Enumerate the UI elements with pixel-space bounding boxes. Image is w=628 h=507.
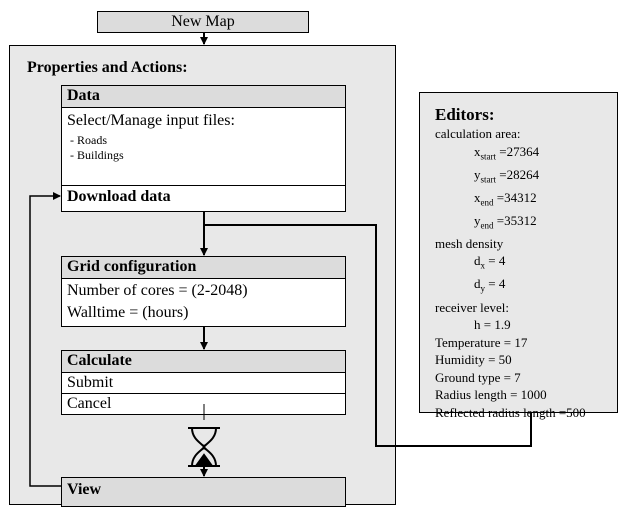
x-end-field[interactable]: xend =34312 [474, 189, 537, 208]
humidity-field[interactable]: Humidity = 50 [435, 352, 512, 368]
radius-length-field[interactable]: Radius length = 1000 [435, 387, 547, 403]
x-start-field[interactable]: xstart =27364 [474, 143, 540, 162]
select-files-label: Select/Manage input files: [67, 112, 235, 129]
submit-button[interactable]: Submit [61, 372, 346, 394]
y-end-field[interactable]: yend =35312 [474, 212, 537, 231]
editors-panel: Editors: calculation area: xstart =27364… [419, 92, 618, 420]
temperature-field[interactable]: Temperature = 17 [435, 334, 528, 350]
hourglass-icon [188, 427, 220, 467]
data-header-label: Data [67, 87, 100, 104]
h-field[interactable]: h = 1.9 [474, 317, 511, 333]
data-body: Select/Manage input files: - Roads - Bui… [61, 107, 346, 186]
walltime-field[interactable]: Walltime = (hours) [67, 304, 189, 321]
cancel-label: Cancel [67, 395, 112, 412]
receiver-level-label: receiver level: [435, 299, 509, 315]
grid-body: Number of cores = (2-2048) Walltime = (h… [61, 278, 346, 327]
cores-field[interactable]: Number of cores = (2-2048) [67, 282, 248, 299]
reflected-radius-field[interactable]: Reflected radius length =500 [435, 404, 586, 420]
file-roads[interactable]: - Roads [70, 133, 107, 147]
grid-header-label: Grid configuration [67, 258, 197, 275]
calc-area-label: calculation area: [435, 126, 521, 141]
editors-title: Editors: [435, 105, 495, 124]
arrow-view-to-download [29, 192, 61, 487]
y-start-field[interactable]: ystart =28264 [474, 166, 540, 185]
view-label: View [67, 481, 102, 498]
dy-field[interactable]: dy = 4 [474, 276, 506, 295]
download-data-label: Download data [67, 188, 171, 205]
ground-type-field[interactable]: Ground type = 7 [435, 369, 521, 385]
dx-field[interactable]: dx = 4 [474, 253, 506, 271]
download-data-button[interactable]: Download data [61, 185, 346, 212]
new-map-label: New Map [171, 13, 235, 30]
calculate-header-label: Calculate [67, 352, 132, 369]
mesh-density-label: mesh density [435, 235, 504, 251]
new-map-box[interactable]: New Map [97, 11, 309, 33]
submit-label: Submit [67, 374, 114, 391]
panel-title: Properties and Actions: [27, 59, 188, 76]
file-buildings[interactable]: - Buildings [70, 148, 124, 162]
connector-download-to-editors [204, 224, 532, 447]
